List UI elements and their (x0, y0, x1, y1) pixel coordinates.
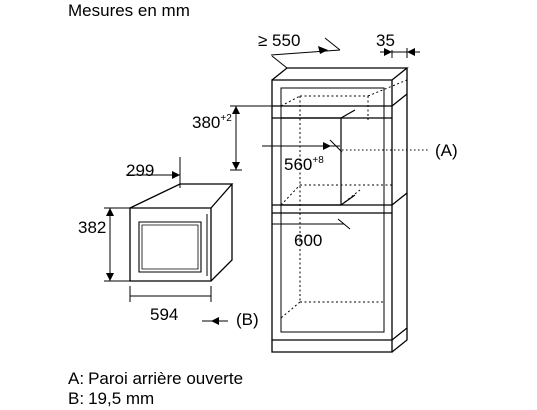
callout-a: (A) (435, 141, 458, 160)
appliance-niche (281, 109, 356, 206)
dimension-lines (104, 37, 420, 322)
label-cabinet-depth: ≥ 550 (258, 31, 300, 50)
diagram-title: Mesures en mm (68, 1, 190, 20)
callout-b: (B) (236, 310, 259, 329)
legend-text-b: 19,5 mm (88, 389, 155, 408)
cabinet (271, 67, 409, 353)
label-opening-height-tol: +2 (220, 113, 232, 124)
label-appliance-depth: 299 (126, 161, 154, 180)
dimension-labels: ≥ 550 35 380+2 560+8 600 299 382 594 (A)… (78, 31, 458, 329)
label-gap: 35 (376, 31, 395, 50)
label-opening-width-value: 560 (284, 155, 312, 174)
label-opening-height-value: 380 (192, 113, 220, 132)
legend-key-a: A: (68, 369, 85, 388)
label-appliance-width: 594 (150, 305, 178, 324)
legend-text-a: Paroi arrière ouverte (88, 369, 244, 388)
microwave-appliance (129, 183, 234, 282)
label-opening-height: 380+2 (192, 113, 232, 132)
label-opening-width: 560+8 (284, 155, 324, 174)
legend-item-a: A:Paroi arrière ouverte (68, 369, 243, 389)
label-inner-depth: 600 (294, 231, 322, 250)
label-appliance-height: 382 (78, 218, 106, 237)
label-opening-width-tol: +8 (312, 155, 324, 166)
legend-key-b: B: (68, 389, 85, 408)
dimension-arrows (106, 46, 415, 325)
legend-item-b: B:19,5 mm (68, 389, 154, 409)
